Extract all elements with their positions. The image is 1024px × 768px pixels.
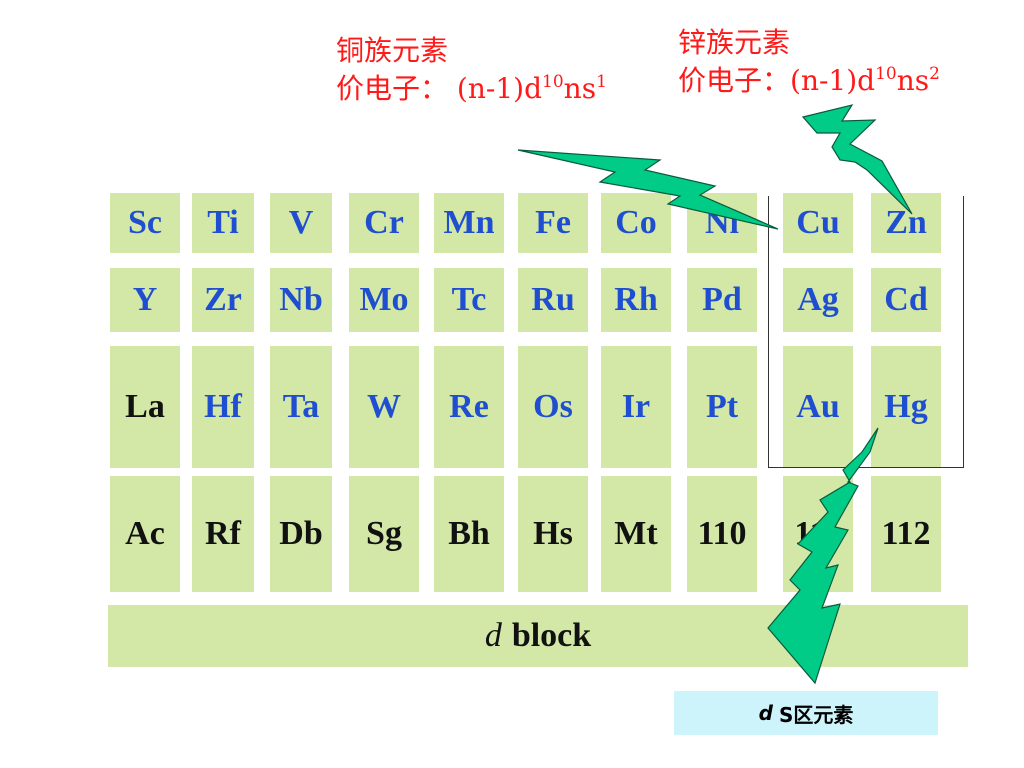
element-cell: Ti — [192, 193, 254, 253]
zinc-group-title: 锌族元素 — [678, 26, 791, 59]
element-cell: Mo — [349, 268, 419, 332]
element-cell: Co — [601, 193, 671, 253]
element-cell: 112 — [871, 476, 941, 592]
block-word: block — [511, 617, 592, 654]
arrow-to-cu-icon — [517, 149, 779, 230]
d-exponent: 10 — [875, 64, 897, 84]
valence-label: 价电子： — [336, 72, 449, 105]
element-cell: Zr — [192, 268, 254, 332]
zinc-group-config: 价电子：(n-1)d10ns2 — [678, 62, 940, 100]
copper-group-config: 价电子： (n-1)d10ns1 — [336, 70, 607, 108]
zinc-group-annotation: 锌族元素 价电子：(n-1)d10ns2 — [678, 24, 940, 100]
element-cell: Ac — [110, 476, 180, 592]
element-cell: Db — [270, 476, 332, 592]
group-11-12-outline — [768, 196, 964, 468]
element-cell: Y — [110, 268, 180, 332]
arrow-to-zn-icon — [801, 104, 913, 215]
copper-group-annotation: 铜族元素 价电子： (n-1)d10ns1 — [336, 32, 607, 108]
element-cell: Ta — [270, 346, 332, 468]
s-exponent: 2 — [929, 64, 940, 84]
element-cell: Hg — [871, 346, 941, 468]
element-cell: Cu — [783, 193, 853, 253]
element-cell: Rf — [192, 476, 254, 592]
element-cell: Sc — [110, 193, 180, 253]
element-cell: Nb — [270, 268, 332, 332]
element-cell: Tc — [434, 268, 504, 332]
config-pre: (n-1)d — [790, 64, 876, 97]
element-cell: Mt — [601, 476, 671, 592]
element-cell: Cr — [349, 193, 419, 253]
element-cell: Pt — [687, 346, 757, 468]
element-cell: V — [270, 193, 332, 253]
element-cell: Hf — [192, 346, 254, 468]
d-letter: d — [484, 617, 502, 654]
element-cell: Sg — [349, 476, 419, 592]
config-mid: ns — [896, 64, 930, 97]
element-cell: Pd — [687, 268, 757, 332]
element-cell: Os — [518, 346, 588, 468]
s-exponent: 1 — [596, 72, 607, 92]
valence-label: 价电子： — [678, 64, 791, 97]
config-pre: (n-1)d — [456, 72, 543, 105]
element-cell: Mn — [434, 193, 504, 253]
element-cell: W — [349, 346, 419, 468]
element-cell: Fe — [518, 193, 588, 253]
element-cell: Au — [783, 346, 853, 468]
element-cell: Ir — [601, 346, 671, 468]
element-cell: Rh — [601, 268, 671, 332]
element-cell: Ag — [783, 268, 853, 332]
ds-d-letter: d — [758, 701, 773, 725]
arrow-to-ds-icon — [767, 427, 879, 685]
ds-rest-text: S区元素 — [778, 702, 854, 727]
element-cell: Bh — [434, 476, 504, 592]
d-exponent: 10 — [542, 72, 564, 92]
config-mid: ns — [563, 72, 597, 105]
element-cell: Cd — [871, 268, 941, 332]
element-cell: 110 — [687, 476, 757, 592]
element-cell: Ru — [518, 268, 588, 332]
copper-group-title: 铜族元素 — [336, 34, 449, 67]
element-cell: Re — [434, 346, 504, 468]
element-cell: Hs — [518, 476, 588, 592]
element-cell: La — [110, 346, 180, 468]
